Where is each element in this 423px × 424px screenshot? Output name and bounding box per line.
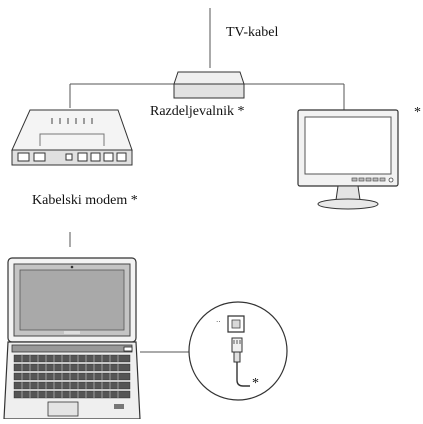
tv-footnote-star: * bbox=[414, 105, 421, 120]
modem-label: Kabelski modem * bbox=[32, 193, 138, 208]
splitter-device bbox=[173, 71, 245, 99]
ethernet-callout: ‥ bbox=[188, 301, 288, 401]
cable-modem-device bbox=[11, 109, 133, 166]
tv-stand bbox=[335, 185, 361, 201]
ethernet-port-icon: ‥ bbox=[216, 315, 245, 333]
laptop-device bbox=[3, 257, 141, 420]
modem-ports bbox=[17, 152, 127, 162]
laptop-screen bbox=[19, 269, 125, 331]
modem-status-leds bbox=[51, 118, 93, 124]
laptop-ethernet-port bbox=[123, 346, 133, 352]
svg-text:‥: ‥ bbox=[216, 316, 221, 324]
tv-monitor bbox=[297, 109, 399, 210]
connection-lines bbox=[69, 8, 345, 353]
ethernet-plug-icon bbox=[231, 337, 250, 387]
tv-cable-label: TV-kabel bbox=[226, 25, 279, 40]
splitter-label: Razdeljevalnik * bbox=[150, 104, 245, 119]
laptop-keyboard bbox=[13, 354, 131, 399]
tv-stand-base bbox=[317, 198, 379, 210]
plug-footnote-star: * bbox=[252, 376, 259, 391]
laptop-touchpad bbox=[47, 401, 79, 417]
